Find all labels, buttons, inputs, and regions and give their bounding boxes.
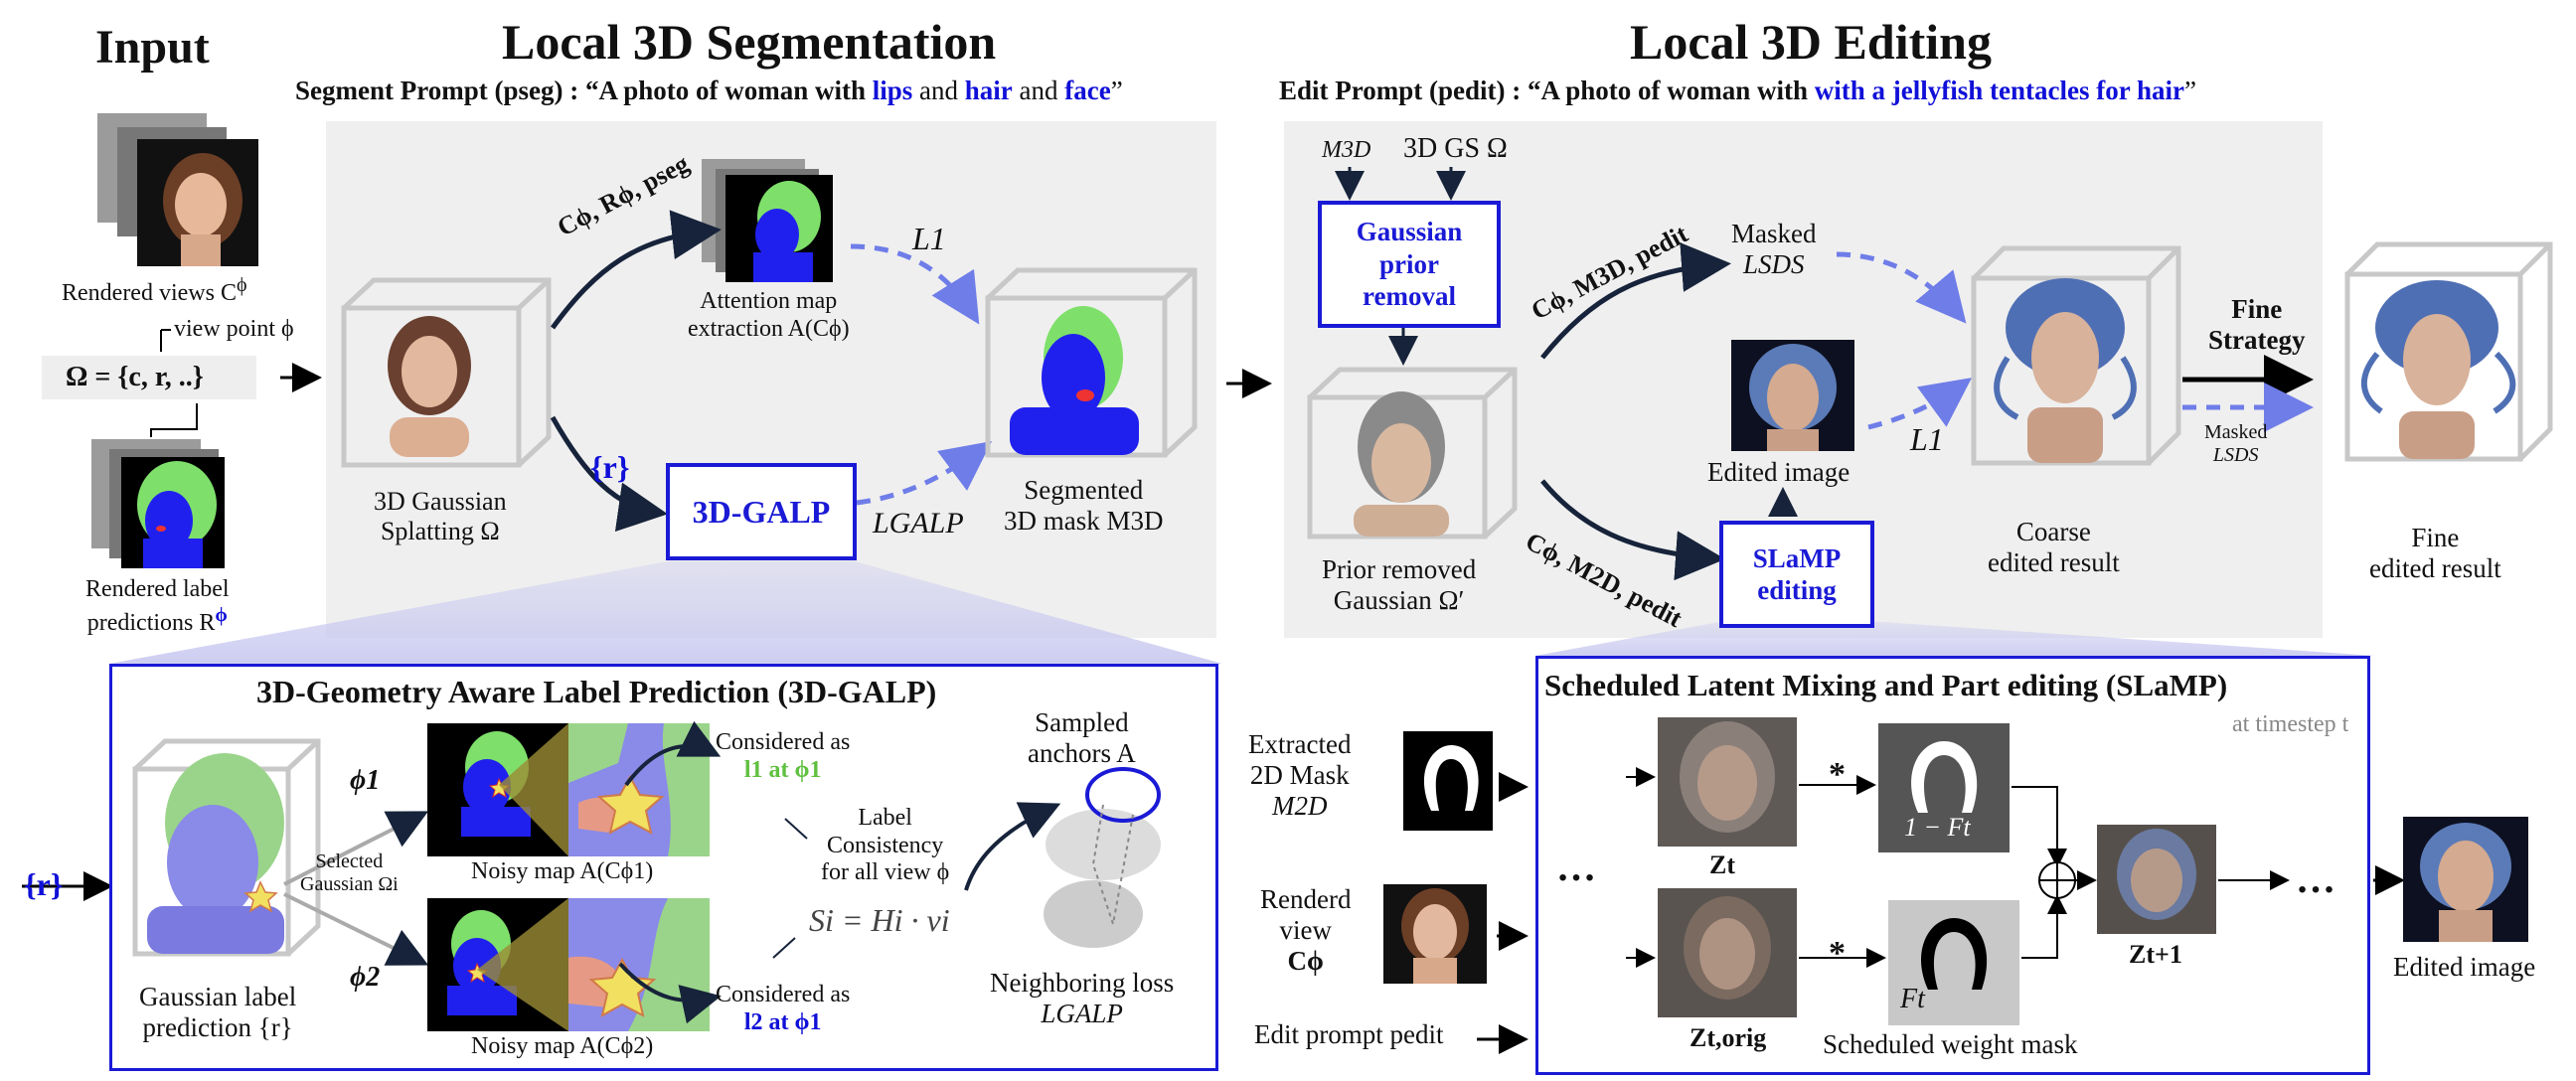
edited-image-thumb	[1731, 340, 1854, 451]
zt-orig-label: Zt,orig	[1690, 1023, 1767, 1052]
editing-title: Local 3D Editing	[1630, 14, 1992, 70]
fine-strategy-label: Fine Strategy	[2208, 294, 2306, 356]
slamp-title: Scheduled Latent Mixing and Part editing…	[1544, 668, 2228, 702]
selected-gaussian-label: Selected Gaussian Ωi	[300, 850, 399, 895]
segment-prompt: Segment Prompt (pseg) : “A photo of woma…	[295, 76, 1123, 105]
noisy-map-1-label: Noisy map A(Cϕ1)	[471, 858, 654, 884]
final-edited-image	[2403, 817, 2528, 942]
zt-thumb	[1658, 717, 1797, 847]
extracted-mask-thumb	[1403, 731, 1493, 831]
one-minus-ft-mask	[1878, 723, 2010, 852]
noisy-map-2-label: Noisy map A(Cϕ2)	[471, 1033, 654, 1059]
seg-loss-galp: LGALP	[873, 507, 964, 540]
label-pred-front	[121, 457, 225, 568]
zt-orig-thumb	[1658, 888, 1797, 1017]
coarse-label: Coarse edited result	[1988, 517, 2120, 578]
galp-title: 3D-Geometry Aware Label Prediction (3D-G…	[256, 674, 937, 709]
considered-2-label: Considered as l2 at ϕ1	[716, 982, 851, 1035]
zt1-thumb	[2097, 825, 2216, 934]
noisy-map-1-zoom	[568, 723, 710, 856]
slamp-editing-box: SLaMP editing	[1719, 521, 1874, 628]
ft-mask	[1888, 900, 2019, 1025]
gs-omega-label: 3D GS Ω	[1403, 133, 1508, 164]
noisy-map-2-zoom	[568, 898, 710, 1031]
view-point-label: view point ϕ	[174, 316, 294, 342]
rendered-views-label: Rendered views Cϕ	[62, 274, 247, 306]
ft-label: Ft	[1900, 984, 1925, 1014]
label-consistency: Label Consistency for all view ϕ	[821, 805, 950, 886]
omega-set	[42, 356, 256, 399]
segmentation-title: Local 3D Segmentation	[502, 14, 997, 70]
masked-small-label: Masked LSDS	[2204, 421, 2268, 466]
edit-prompt-label: Edit prompt pedit	[1254, 1019, 1444, 1049]
final-edited-label: Edited image	[2393, 952, 2536, 982]
sampled-anchors-label: Sampled anchors A	[1028, 707, 1136, 769]
rendered-view-thumb	[1383, 884, 1487, 984]
star-top: *	[1829, 756, 1846, 793]
fine-label: Fine edited result	[2369, 523, 2501, 584]
galp-zoom-wedge	[109, 561, 1222, 664]
masked-sds-label: Masked LSDS	[1731, 219, 1817, 280]
gaussian-prior-removal-box: Gaussian prior removal	[1318, 201, 1501, 328]
one-minus-ft-label: 1 − Ft	[1904, 813, 1971, 842]
gaussian-label: 3D Gaussian Splatting Ω	[374, 487, 507, 545]
slamp-dots-right: …	[2296, 856, 2335, 901]
rendered-view-front	[137, 139, 258, 266]
slamp-timestep: at timestep t	[2232, 711, 2349, 737]
m3d-label: M3D	[1322, 137, 1371, 163]
rendered-view-label: Renderd view Cϕ	[1260, 884, 1352, 977]
gaussian-face	[374, 308, 483, 457]
gaussian-label-prediction: Gaussian label prediction {r}	[139, 982, 297, 1043]
slamp-dots-left: …	[1556, 845, 1596, 889]
star-bottom: *	[1829, 935, 1846, 972]
slamp-zoom-wedge	[1535, 621, 2375, 656]
noisy-map-1	[427, 723, 568, 856]
edited-image-label: Edited image	[1707, 457, 1851, 487]
attention-label: Attention map extraction A(Cϕ)	[688, 288, 850, 342]
zt1-label: Zt+1	[2129, 940, 2182, 969]
attention-front	[725, 175, 833, 282]
edit-prompt: Edit Prompt (pedit) : “A photo of woman …	[1279, 76, 2196, 105]
input-title: Input	[95, 21, 210, 74]
zt-label: Zt	[1709, 850, 1735, 879]
phi1-label: ϕ1	[350, 765, 381, 796]
consistency-formula: Si = Hi · vi	[809, 902, 950, 938]
considered-1-label: Considered as l1 at ϕ1	[716, 729, 851, 783]
extracted-mask-label: Extracted 2D Mask M2D	[1248, 729, 1352, 822]
segmented-label: Segmented 3D mask M3D	[1004, 475, 1164, 537]
seg-loss-l1: L1	[912, 221, 946, 256]
galp-box: 3D-GALP	[666, 463, 857, 560]
seg-r-label: {r}	[590, 449, 630, 485]
phi2-label: ϕ2	[350, 962, 381, 993]
r-input-label: {r}	[24, 866, 64, 902]
prior-removed-label: Prior removed Gaussian Ω′	[1322, 554, 1477, 616]
weight-mask-label: Scheduled weight mask	[1823, 1029, 2078, 1059]
edit-loss-l1: L1	[1910, 421, 1944, 457]
noisy-map-2	[427, 898, 568, 1031]
rendered-label-text: Rendered label predictions Rϕ	[85, 576, 230, 636]
neighboring-loss-label: Neighboring loss LGALP	[990, 968, 1175, 1029]
omega-set-text: Ω = {c, r, ..}	[66, 362, 204, 392]
